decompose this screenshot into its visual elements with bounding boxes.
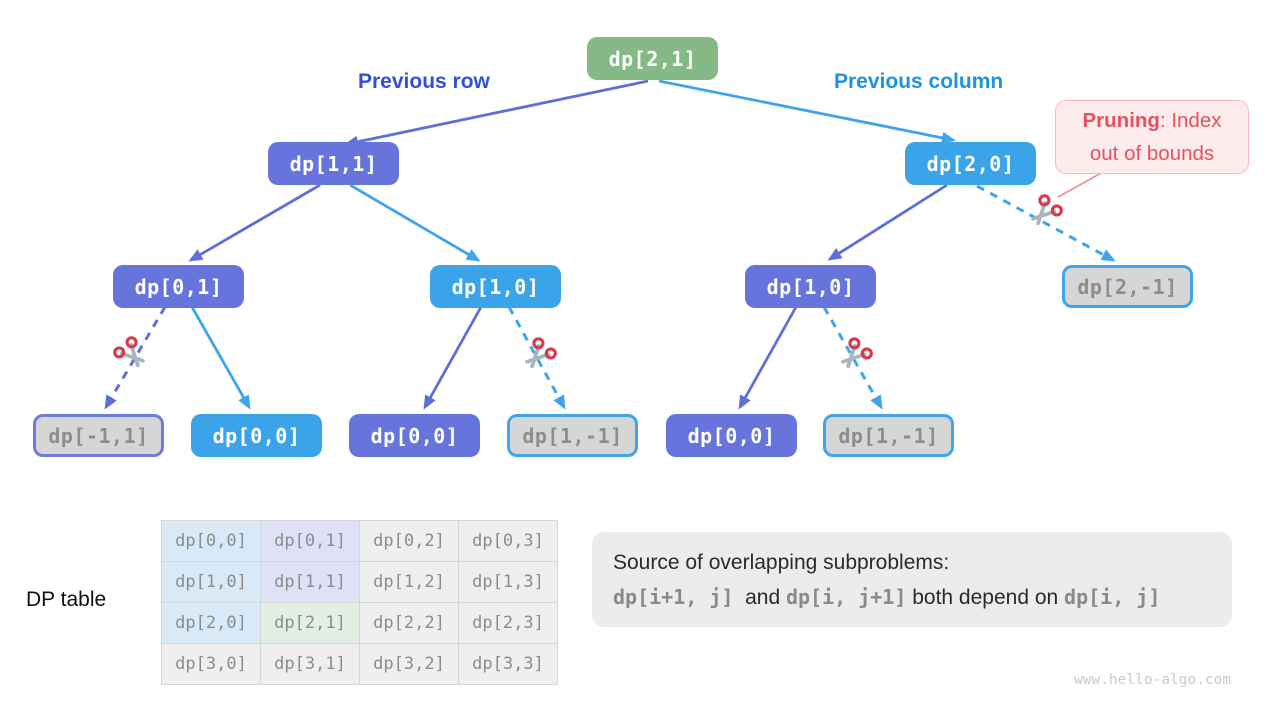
dp-table-cell: dp[1,3] bbox=[458, 561, 558, 603]
dp-table-row: dp[3,0] dp[3,1] dp[3,2] dp[3,3] bbox=[161, 643, 558, 685]
pruning-callout-line2: out of bounds bbox=[1089, 142, 1215, 165]
dp-table: dp[0,0] dp[0,1] dp[0,2] dp[0,3] dp[1,0] … bbox=[161, 520, 558, 685]
note-code-dp-ij: dp[i, j] bbox=[1064, 585, 1161, 609]
tree-node-root-dp21: dp[2,1] bbox=[587, 37, 718, 80]
dp-table-label: DP table bbox=[26, 588, 107, 611]
tree-node-dpneg11-pruned: dp[-1,1] bbox=[33, 414, 164, 457]
edge-dp10-to-dp1neg1-pruned bbox=[507, 306, 566, 410]
dp-table-cell: dp[3,1] bbox=[260, 643, 360, 685]
tree-node-dp01: dp[0,1] bbox=[113, 265, 244, 308]
site-watermark: www.hello-algo.com bbox=[1074, 672, 1232, 688]
dp-table-cell: dp[3,3] bbox=[458, 643, 558, 685]
dp-table-row: dp[2,0] dp[2,1] dp[2,2] dp[2,3] bbox=[161, 602, 558, 644]
previous-row-label: Previous row bbox=[358, 70, 490, 93]
tree-node-dp1neg1-pruned-1: dp[1,-1] bbox=[507, 414, 638, 457]
overlapping-subproblems-note: Source of overlapping subproblems: dp[i+… bbox=[592, 532, 1232, 627]
edge-dp01-to-dp00 bbox=[190, 306, 251, 410]
tree-node-dp00-blue: dp[0,0] bbox=[191, 414, 322, 457]
dp-table-cell: dp[1,1] bbox=[260, 561, 360, 603]
dp-table-cell: dp[3,0] bbox=[161, 643, 261, 685]
callout-connector-line bbox=[1057, 171, 1104, 198]
note-line2: dp[i+1, j] and dp[i, j+1] both depend on… bbox=[613, 580, 1211, 615]
edge-dp10-to-dp00 bbox=[423, 306, 483, 410]
tree-node-dp10-indigo: dp[1,0] bbox=[745, 265, 876, 308]
tree-node-dp11: dp[1,1] bbox=[268, 142, 399, 185]
tree-node-dp1neg1-pruned-2: dp[1,-1] bbox=[823, 414, 954, 457]
dp-table-cell: dp[0,2] bbox=[359, 520, 459, 562]
note-line1: Source of overlapping subproblems: bbox=[613, 551, 950, 574]
tree-node-dp2neg1-pruned: dp[2,-1] bbox=[1062, 265, 1193, 308]
dp-table-cell: dp[1,2] bbox=[359, 561, 459, 603]
note-text-and: and bbox=[733, 586, 786, 609]
edge-dp01-to-dpneg11-pruned bbox=[104, 306, 167, 410]
dp-table-cell: dp[1,0] bbox=[161, 561, 261, 603]
edge-root-to-dp20 bbox=[658, 79, 956, 144]
dp-table-cell: dp[2,1] bbox=[260, 602, 360, 644]
dp-table-row: dp[1,0] dp[1,1] dp[1,2] dp[1,3] bbox=[161, 561, 558, 603]
dp-table-cell: dp[2,2] bbox=[359, 602, 459, 644]
note-code-dp-i1j: dp[i+1, j] bbox=[613, 585, 734, 609]
previous-column-label: Previous column bbox=[834, 70, 1004, 93]
edge-dp10b-to-dp1neg1-pruned bbox=[822, 306, 883, 410]
dp-table-cell: dp[2,3] bbox=[458, 602, 558, 644]
tree-node-dp10-blue: dp[1,0] bbox=[430, 265, 561, 308]
dp-table-cell: dp[0,0] bbox=[161, 520, 261, 562]
pruning-callout-title: Pruning bbox=[1082, 108, 1160, 132]
dp-table-cell: dp[3,2] bbox=[359, 643, 459, 685]
edge-dp11-to-dp10 bbox=[349, 183, 481, 262]
edge-dp10b-to-dp00 bbox=[738, 306, 798, 410]
scissors-icon bbox=[841, 337, 873, 369]
dp-table-cell: dp[2,0] bbox=[161, 602, 261, 644]
scissors-icon bbox=[1031, 194, 1063, 226]
pruning-callout-line1: Pruning: Index bbox=[1056, 104, 1248, 137]
tree-node-dp00-indigo-2: dp[0,0] bbox=[666, 414, 797, 457]
pruning-callout: Pruning: Index out of bounds bbox=[1055, 100, 1249, 174]
scissors-icon bbox=[113, 336, 145, 368]
dp-table-cell: dp[0,1] bbox=[260, 520, 360, 562]
edge-dp20-to-dp10 bbox=[827, 183, 948, 261]
edge-root-to-dp11 bbox=[344, 79, 649, 148]
scissors-icon bbox=[525, 337, 557, 369]
dp-table-cell: dp[0,3] bbox=[458, 520, 558, 562]
note-code-dp-ij1: dp[i, j+1] bbox=[785, 585, 907, 609]
pruning-callout-rest: : Index bbox=[1159, 108, 1222, 132]
edge-dp11-to-dp01 bbox=[188, 183, 321, 262]
tree-node-dp20: dp[2,0] bbox=[905, 142, 1036, 185]
dp-table-row: dp[0,0] dp[0,1] dp[0,2] dp[0,3] bbox=[161, 520, 558, 562]
note-text-depend: both depend on bbox=[906, 586, 1065, 609]
tree-node-dp00-indigo-1: dp[0,0] bbox=[349, 414, 480, 457]
edge-dp20-to-dp2neg1-pruned bbox=[976, 184, 1116, 262]
